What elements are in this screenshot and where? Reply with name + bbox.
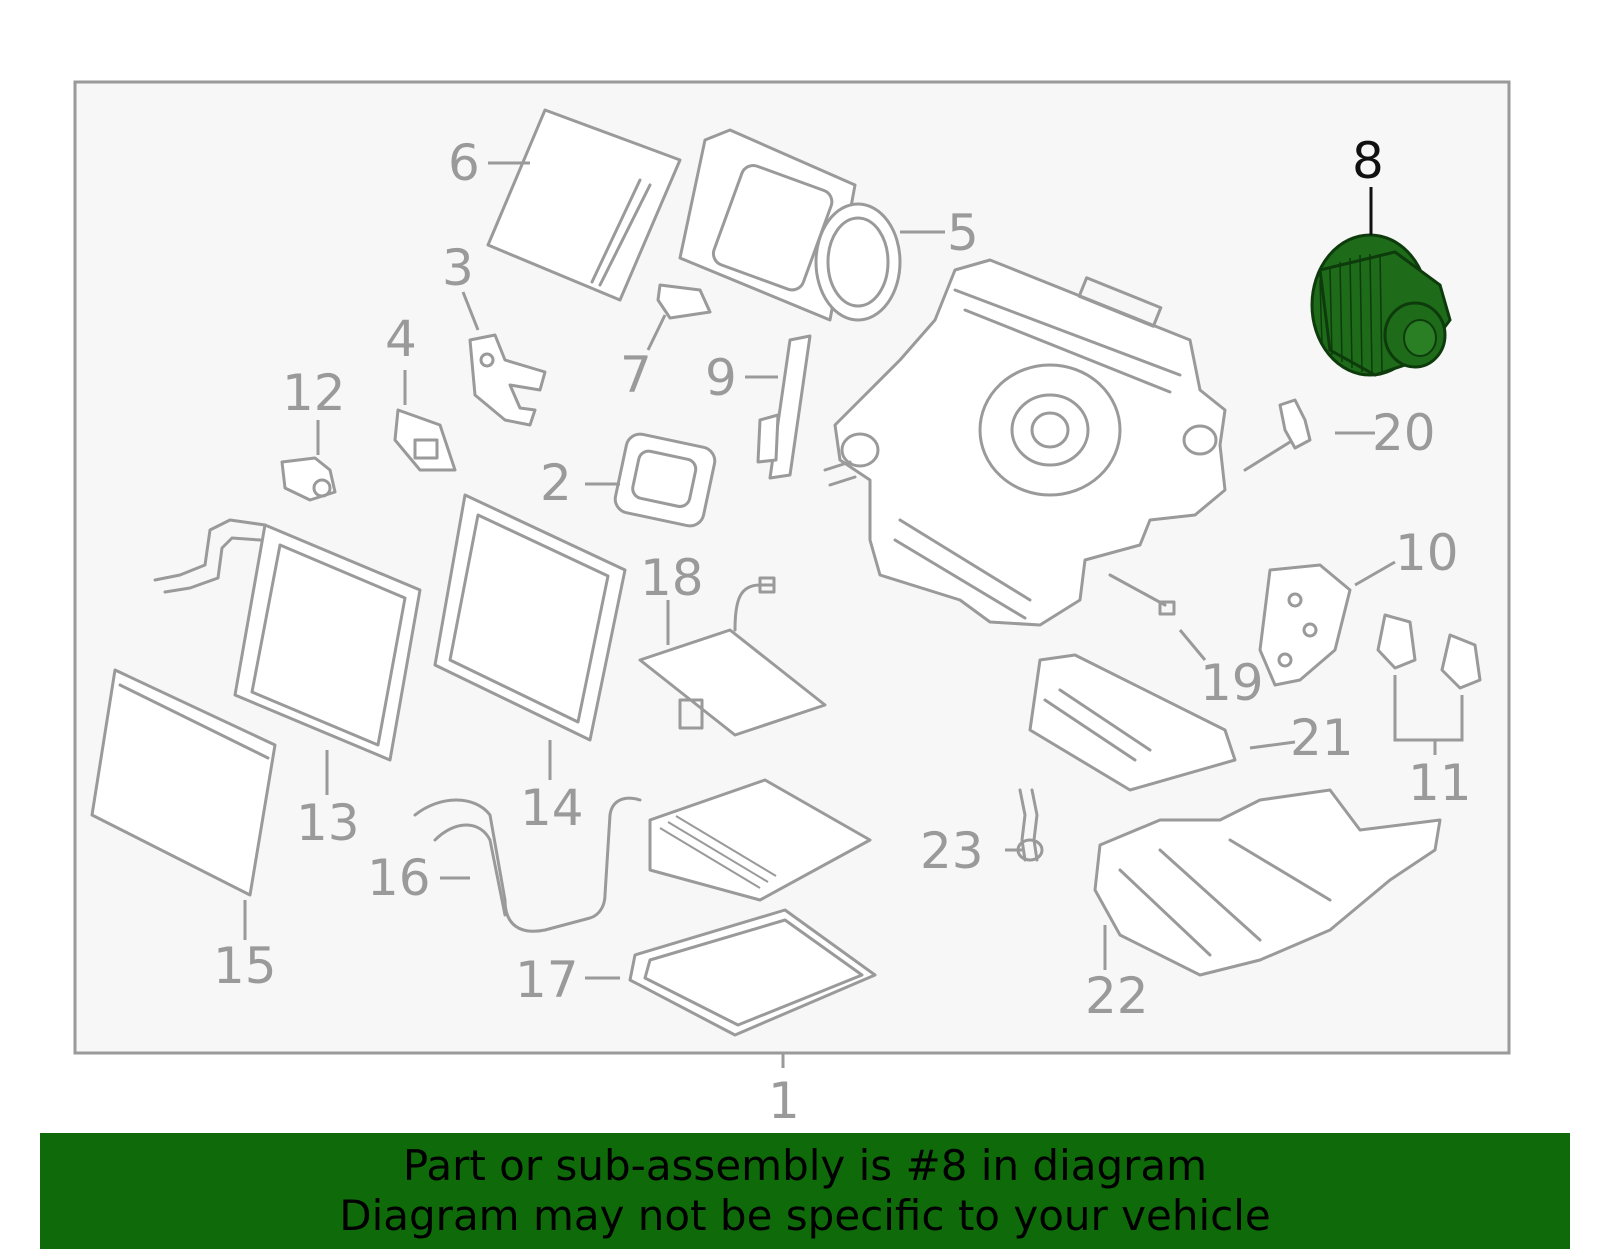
part-14-heater-core[interactable]	[433, 493, 627, 742]
part-19-harness[interactable]	[1108, 573, 1176, 616]
part-5-housing-cover[interactable]	[678, 128, 902, 322]
lead-lines	[243, 161, 1464, 1068]
part-7-clip[interactable]	[656, 283, 712, 320]
info-banner: Part or sub-assembly is #8 in diagram Di…	[40, 1133, 1570, 1249]
callout-23: 23	[920, 822, 984, 880]
callout-19: 19	[1200, 654, 1264, 712]
callout-5: 5	[947, 204, 979, 262]
callout-17: 17	[515, 951, 579, 1009]
callout-9: 9	[705, 349, 737, 407]
callout-11: 11	[1408, 754, 1472, 812]
banner-line-2: Diagram may not be specific to your vehi…	[339, 1191, 1271, 1240]
callout-21: 21	[1290, 709, 1354, 767]
part-4-actuator[interactable]	[393, 408, 457, 472]
callout-3: 3	[442, 239, 474, 297]
part-18-module[interactable]	[638, 576, 827, 737]
part-2-vent[interactable]	[613, 432, 718, 529]
part-13-evaporator[interactable]	[153, 518, 422, 762]
callout-10: 10	[1395, 524, 1459, 582]
callout-labels: 1 2 3 4 5 6 7 8 9 10 11 12 13 14 15 16 1…	[213, 132, 1472, 1130]
part-3-bracket[interactable]	[468, 333, 547, 427]
callout-13: 13	[296, 794, 360, 852]
part-10-bracket-panel[interactable]	[1258, 563, 1352, 687]
hvac-case-assembly[interactable]	[823, 258, 1227, 627]
callout-15: 15	[213, 937, 277, 995]
part-16-pipes[interactable]	[413, 796, 642, 933]
callout-18: 18	[640, 549, 704, 607]
banner-line-1: Part or sub-assembly is #8 in diagram	[402, 1141, 1208, 1190]
callout-16: 16	[367, 849, 431, 907]
callout-2: 2	[540, 454, 572, 512]
callout-1: 1	[768, 1072, 800, 1130]
callout-8: 8	[1352, 132, 1384, 190]
part-21-tray[interactable]	[1028, 653, 1237, 792]
part-8-blower-motor[interactable]	[1310, 233, 1452, 377]
callout-4: 4	[385, 310, 417, 368]
part-11-actuators[interactable]	[1376, 613, 1482, 690]
part-6-air-filter[interactable]	[486, 108, 682, 302]
callout-20: 20	[1372, 404, 1436, 462]
part-22-lower-case[interactable]	[1093, 788, 1442, 977]
part-20-probe[interactable]	[1243, 398, 1312, 472]
callout-6: 6	[448, 134, 480, 192]
part-16-radiator[interactable]	[648, 778, 872, 902]
part-9-seal[interactable]	[756, 334, 812, 480]
callout-7: 7	[620, 346, 652, 404]
callout-14: 14	[520, 779, 584, 837]
callout-22: 22	[1085, 967, 1149, 1025]
part-12-sensor[interactable]	[280, 456, 337, 502]
callout-12: 12	[282, 364, 346, 422]
part-17-tray[interactable]	[628, 908, 877, 1037]
part-15-filter[interactable]	[90, 668, 277, 897]
